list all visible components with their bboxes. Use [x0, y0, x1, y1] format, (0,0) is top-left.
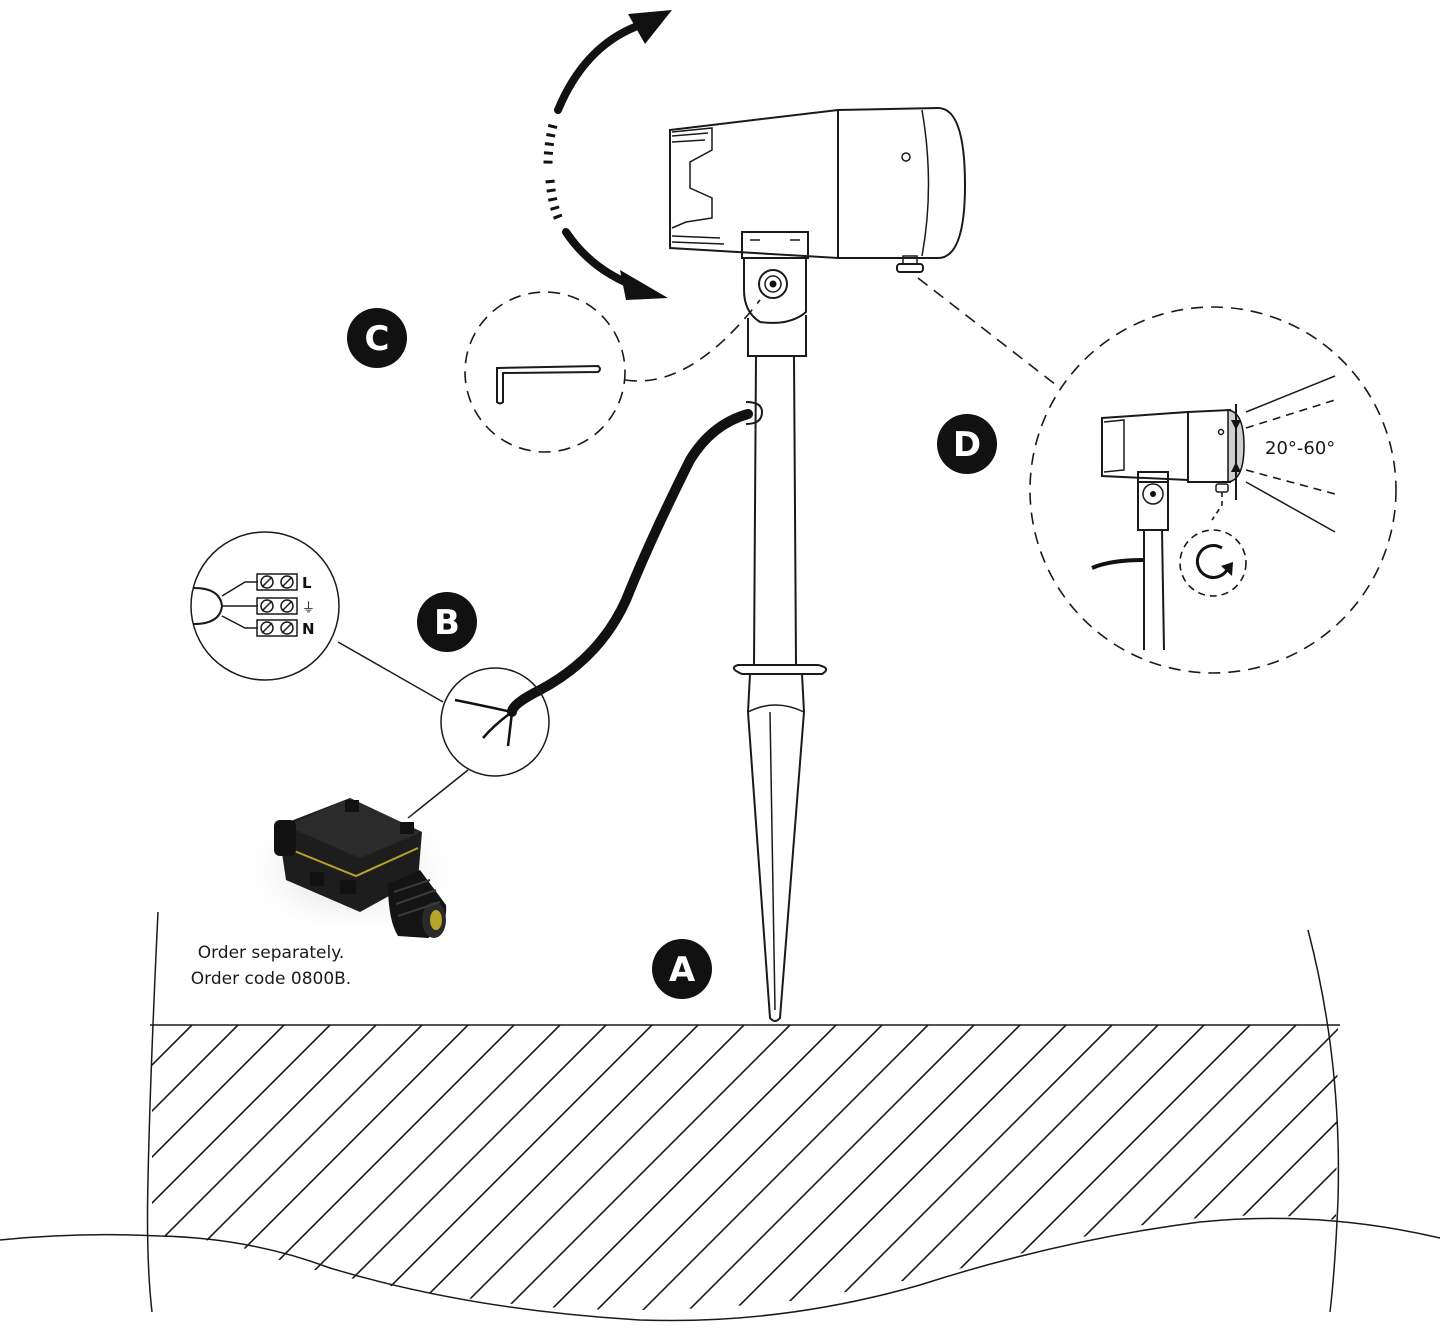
callout-letter-d: D — [953, 425, 981, 465]
hatch-line — [152, 1025, 423, 1310]
callout-letter-a: A — [669, 950, 696, 990]
callout-badge-b: B — [417, 592, 477, 652]
hatch-line — [152, 1025, 377, 1310]
terminal-row-n — [256, 619, 298, 637]
terminal-row-l — [256, 573, 298, 591]
hatch-line — [152, 1025, 193, 1310]
ground-hatching — [0, 1025, 1445, 1325]
terminal-block-detail: L ⏚ N — [190, 531, 340, 681]
callout-badge-c: C — [347, 308, 407, 368]
leader-line-beam — [917, 277, 1061, 389]
ground-edge-right — [1307, 929, 1340, 1313]
hatch-line — [0, 1025, 146, 1325]
hatch-line — [1041, 1025, 1338, 1310]
hatch-line — [535, 1025, 837, 1310]
hatch-line — [1179, 1025, 1338, 1310]
hatch-line — [1225, 1025, 1338, 1310]
hatch-line — [0, 1025, 100, 1325]
terminal-label-n: N — [302, 620, 315, 638]
hex-key-detail — [464, 291, 761, 453]
leader-line-junction — [407, 769, 469, 819]
hatch-line — [857, 1025, 1159, 1310]
hatch-line — [397, 1025, 699, 1310]
beam-angle-detail: 20°-60° — [917, 277, 1397, 674]
junction-box-image — [230, 798, 470, 942]
leader-line-wiring — [337, 641, 444, 703]
beam-angle-label: 20°-60° — [1265, 438, 1335, 459]
hatch-line — [213, 1025, 515, 1310]
ground-bottom-contour — [0, 1217, 1441, 1322]
hatch-line — [673, 1025, 975, 1310]
wire-end-detail — [337, 641, 550, 819]
hatch-line — [489, 1025, 791, 1310]
beam-lines — [1245, 375, 1336, 533]
hatch-line — [1133, 1025, 1338, 1310]
leader-line-hex-key — [624, 299, 761, 382]
hatch-line — [443, 1025, 745, 1310]
hatch-line — [351, 1025, 653, 1310]
hatch-line — [305, 1025, 607, 1310]
hatch-line — [765, 1025, 1067, 1310]
terminal-row-earth — [256, 597, 298, 615]
junction-box-note-line1: Order separately. — [198, 943, 345, 963]
hatch-line — [811, 1025, 1113, 1310]
hatch-line — [581, 1025, 883, 1310]
power-cable — [454, 409, 753, 747]
hatch-line — [259, 1025, 561, 1310]
hatch-line — [949, 1025, 1251, 1310]
callout-letter-c: C — [365, 319, 390, 359]
ground-spike-pole — [732, 355, 828, 1022]
hatch-line — [719, 1025, 1021, 1310]
hatch-line — [152, 1025, 239, 1310]
hatch-line — [995, 1025, 1297, 1310]
terminal-label-earth: ⏚ — [302, 601, 315, 616]
hatch-line — [1087, 1025, 1338, 1310]
hatch-line — [1364, 1025, 1445, 1325]
terminal-label-l: L — [302, 574, 312, 592]
hatch-line — [1317, 1025, 1338, 1310]
callout-badge-d: D — [937, 414, 997, 474]
hatch-line — [167, 1025, 469, 1310]
hex-key-icon — [496, 364, 601, 405]
callout-letter-b: B — [434, 603, 460, 643]
hatch-line — [152, 1025, 285, 1310]
mini-spotlight-icon — [1091, 404, 1245, 651]
junction-box-note-line2: Order code 0800B. — [191, 969, 351, 989]
ground-edge-left — [146, 911, 159, 1313]
hatch-line — [627, 1025, 929, 1310]
hatch-line — [152, 1025, 331, 1310]
callout-badge-a: A — [652, 939, 712, 999]
spotlight-head — [669, 106, 967, 357]
rotate-knob-icon — [1179, 529, 1247, 597]
tilt-rotation-arrow — [543, 10, 672, 300]
hatch-line — [903, 1025, 1205, 1310]
